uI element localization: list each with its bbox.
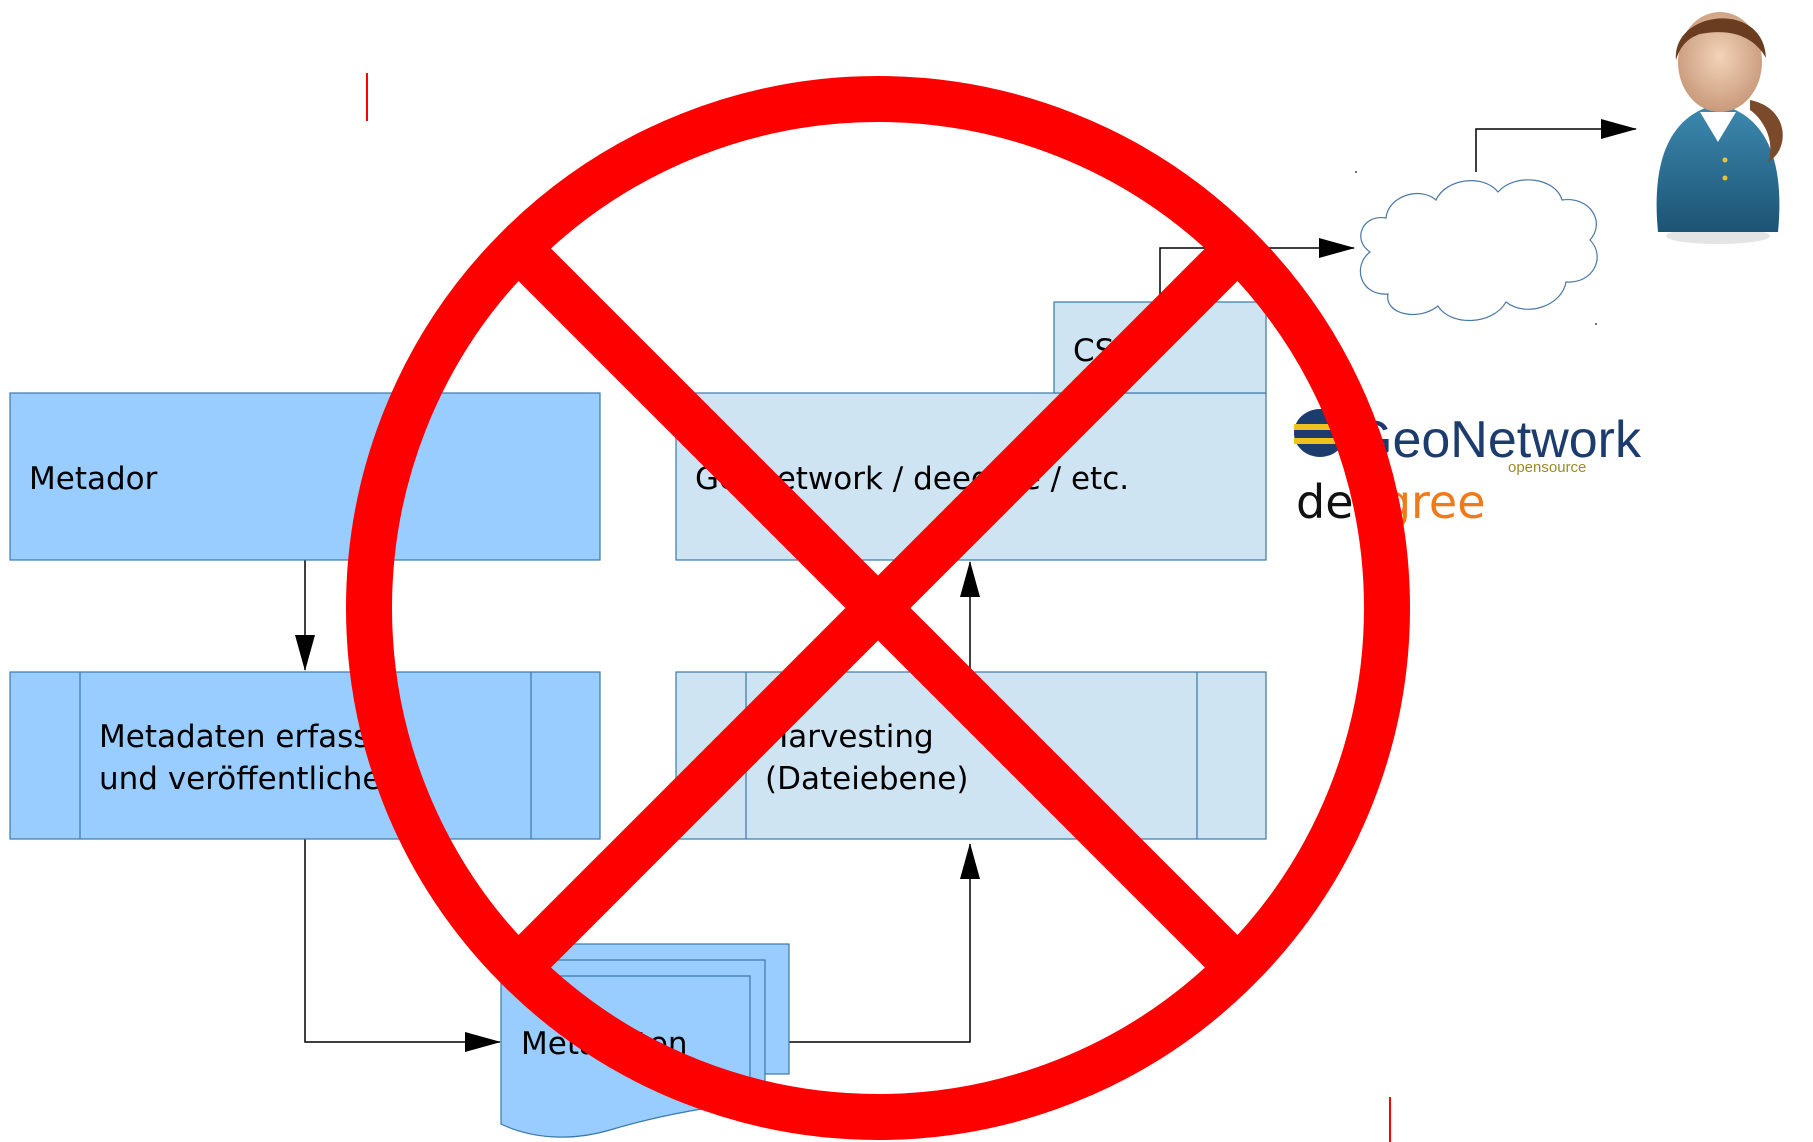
- arrow-metadata-to-harvest: [788, 843, 980, 1043]
- deegree-logo-text: deegree: [1296, 475, 1486, 529]
- harvest-label-line2: (Dateiebene): [765, 761, 968, 797]
- geonetwork-logo-icon: GeoNetwork opensource: [1294, 409, 1642, 476]
- capture-process-box: Metadaten erfassen und veröffentlichen: [9, 671, 601, 840]
- prohibited-icon: [346, 76, 1410, 1140]
- deegree-logo: deegree: [1296, 475, 1486, 529]
- user-icon: [1656, 12, 1783, 244]
- geonetwork-logo-subtext: opensource: [1508, 459, 1586, 476]
- capture-label-line1: Metadaten erfassen: [99, 719, 408, 755]
- metador-label: Metador: [29, 461, 158, 497]
- geonetwork-logo-text: GeoNetwork: [1352, 411, 1642, 469]
- arrow-cloud-to-user: [1475, 119, 1637, 172]
- arrow-csw-to-cloud: [1159, 238, 1355, 302]
- metador-box: Metador: [9, 392, 601, 561]
- cloud-icon: [1355, 171, 1598, 325]
- arrow-capture-to-metadata: [304, 839, 501, 1052]
- capture-label-line2: und veröffentlichen: [99, 761, 401, 797]
